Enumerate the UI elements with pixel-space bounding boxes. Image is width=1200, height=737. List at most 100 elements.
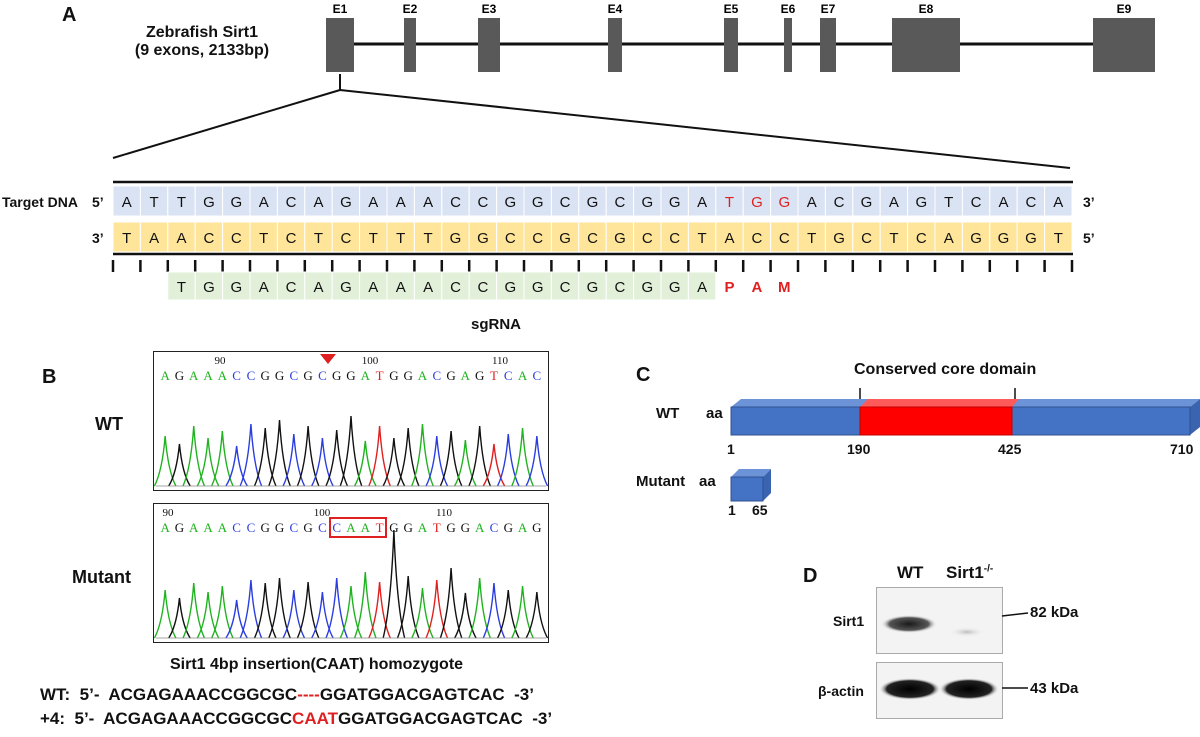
lane-ko-name: Sirt1 xyxy=(946,563,984,582)
exon-e1 xyxy=(326,18,354,72)
bottom-strand-base: A xyxy=(149,230,159,247)
called-base: G xyxy=(446,520,455,535)
blot-row-actin-label: β-actin xyxy=(818,683,864,699)
called-base: G xyxy=(446,368,455,383)
sgrna-base: C xyxy=(560,279,571,296)
top-strand-3prime: 3’ xyxy=(1083,194,1095,210)
top-strand-cell xyxy=(633,185,662,217)
sgrna-cell xyxy=(331,271,361,301)
called-base: G xyxy=(175,368,184,383)
wt-alignment-line: WT: 5’- ACGAGAAACCGGCGC----GGATGGACGAGTC… xyxy=(40,685,534,705)
conserved-domain-bar xyxy=(859,406,1013,436)
insertion-highlight-box xyxy=(329,517,387,538)
bottom-strand-cell xyxy=(304,221,333,253)
trace-peak xyxy=(353,571,377,639)
called-base: G xyxy=(389,520,398,535)
exon-label-e1: E1 xyxy=(333,2,348,16)
called-base: C xyxy=(247,520,256,535)
sgrna-base: G xyxy=(504,279,516,296)
bottom-strand-base: G xyxy=(998,230,1010,247)
called-base: C xyxy=(432,368,441,383)
sgrna-cell xyxy=(304,271,333,301)
top-strand-base: A xyxy=(1053,194,1063,211)
lane-ko-label: Sirt1-/- xyxy=(946,563,993,583)
bottom-strand-base: G xyxy=(1025,230,1037,247)
top-strand-base: A xyxy=(313,194,323,211)
trace-peak xyxy=(154,435,177,487)
exon-e9 xyxy=(1093,18,1155,72)
bottom-strand-base: T xyxy=(314,230,323,247)
trace-peak xyxy=(511,585,534,639)
bottom-strand-base: T xyxy=(122,230,131,247)
trace-peak xyxy=(525,591,548,639)
called-base: C xyxy=(289,520,298,535)
top-strand-cell xyxy=(276,185,306,217)
top-strand-base: A xyxy=(368,194,378,211)
trace-peak xyxy=(196,591,220,639)
top-strand-base: G xyxy=(230,194,242,211)
bottom-strand-base: C xyxy=(642,230,653,247)
called-base: G xyxy=(332,368,341,383)
bottom-strand-cell xyxy=(633,221,662,253)
bottom-strand-base: A xyxy=(176,230,186,247)
called-base: A xyxy=(361,520,371,535)
size-marker-lines xyxy=(1001,612,1029,689)
top-strand-base: G xyxy=(778,194,790,211)
sgrna-base: G xyxy=(641,279,653,296)
zoom-line-left xyxy=(112,89,341,159)
protein-diagram xyxy=(730,388,1200,502)
trace-peak xyxy=(368,425,391,487)
actin-band-wt xyxy=(879,678,941,700)
exon-e8 xyxy=(892,18,960,72)
panel-letter-d: D xyxy=(803,565,818,587)
top-strand-base: C xyxy=(477,194,488,211)
called-base: A xyxy=(518,368,528,383)
sirt1-blot xyxy=(876,587,1003,654)
wt-tick-710: 710 xyxy=(1170,441,1194,457)
top-strand-base: C xyxy=(286,194,297,211)
bottom-strand-base: C xyxy=(532,230,543,247)
lane-ko-superscript: -/- xyxy=(983,563,994,575)
top-strand-base: T xyxy=(944,194,953,211)
top-strand-cell xyxy=(249,185,278,217)
target-dna-label: Target DNA xyxy=(2,194,78,210)
top-strand-cell xyxy=(961,185,991,217)
bottom-strand-base: C xyxy=(286,230,297,247)
top-strand-cell xyxy=(578,185,607,217)
conserved-domain-label: Conserved core domain xyxy=(854,361,1037,378)
called-base: C xyxy=(289,368,298,383)
called-base: T xyxy=(490,368,498,383)
insertion-caption: Sirt1 4bp insertion(CAAT) homozygote xyxy=(170,656,464,673)
sgrna-base: C xyxy=(286,279,297,296)
top-strand-cell xyxy=(359,185,388,217)
panel-letter-a: A xyxy=(62,4,77,26)
called-base: G xyxy=(275,368,284,383)
position-label: 110 xyxy=(492,355,509,367)
sgrna-cell xyxy=(441,271,470,301)
mutant-protein-bar xyxy=(730,476,764,502)
top-strand-base: G xyxy=(915,194,927,211)
called-base: A xyxy=(203,520,213,535)
mutant-line-left: ACGAGAAACCGGCGC xyxy=(103,709,293,728)
called-base: C xyxy=(533,368,542,383)
called-base: A xyxy=(418,368,428,383)
sgrna-base: G xyxy=(532,279,544,296)
sgrna-base: A xyxy=(313,279,323,296)
trace-peak xyxy=(325,577,349,639)
trace-peak xyxy=(296,581,320,639)
sgrna-base: G xyxy=(587,279,599,296)
called-base: T xyxy=(433,520,441,535)
top-strand-cell xyxy=(304,185,333,217)
actin-blot-svg xyxy=(879,678,999,700)
bottom-strand-base: C xyxy=(861,230,872,247)
top-strand-cell xyxy=(386,185,415,217)
bottom-strand-cell xyxy=(496,221,525,253)
bottom-strand-cell xyxy=(222,221,251,253)
called-base: C xyxy=(490,520,499,535)
pam-letter: A xyxy=(751,279,762,296)
